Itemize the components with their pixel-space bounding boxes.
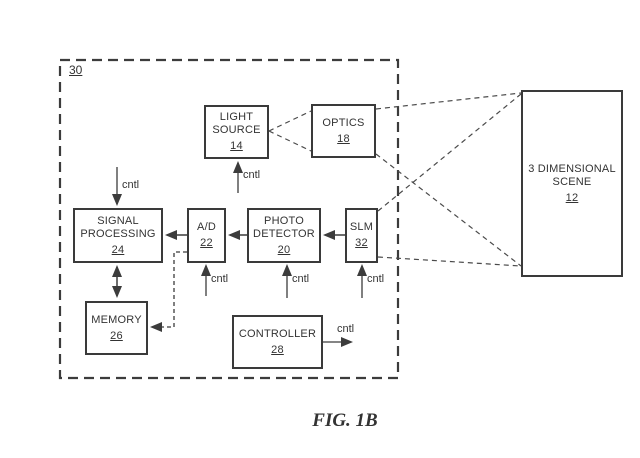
block-ad-converter: A/D 22: [187, 208, 226, 263]
optics-label: OPTICS: [322, 116, 365, 129]
block-memory: MEMORY 26: [85, 301, 148, 355]
photo-detector-label: PHOTO DETECTOR: [253, 214, 315, 240]
ad-converter-label: A/D: [197, 221, 216, 233]
scene-ref: 12: [565, 191, 579, 204]
signal-processing-label: SIGNAL PROCESSING: [80, 214, 156, 240]
cntl-label-slm: cntl: [367, 273, 385, 285]
block-slm: SLM 32: [345, 208, 378, 263]
system-boundary-box: [58, 58, 400, 380]
light-source-label: LIGHT SOURCE: [212, 111, 261, 136]
scene-label: 3 DIMENSIONAL SCENE: [528, 162, 616, 188]
cntl-label-light-source: cntl: [243, 169, 261, 181]
light-path-source-to-optics-top: [268, 110, 312, 132]
memory-label: MEMORY: [91, 313, 142, 326]
light-path-scene-to-slm-top: [377, 93, 522, 212]
dashed-arrow-ad-to-memory: [150, 251, 187, 332]
cntl-label-photo-detector: cntl: [292, 273, 310, 285]
controller-label: CONTROLLER: [238, 327, 317, 340]
cntl-label-signal-processing: cntl: [122, 179, 140, 191]
cntl-label-ad: cntl: [211, 273, 229, 285]
photo-detector-ref: 20: [277, 243, 291, 256]
optics-ref: 18: [337, 132, 350, 145]
block-signal-processing: SIGNAL PROCESSING 24: [73, 208, 163, 263]
block-3d-scene: 3 DIMENSIONAL SCENE 12: [521, 90, 623, 277]
slm-label: SLM: [349, 221, 374, 233]
block-light-source: LIGHT SOURCE 14: [204, 105, 269, 159]
light-path-scene-to-slm-bottom: [377, 256, 522, 267]
light-path-source-to-optics-bottom: [268, 130, 312, 152]
ad-converter-ref: 22: [200, 237, 213, 249]
block-optics: OPTICS 18: [311, 104, 376, 158]
controller-ref: 28: [271, 343, 284, 356]
system-ref: 30: [69, 63, 83, 77]
figure-caption: FIG. 1B: [312, 410, 378, 431]
light-path-optics-to-scene-bottom: [375, 153, 522, 267]
signal-processing-ref: 24: [111, 243, 125, 256]
block-photo-detector: PHOTO DETECTOR 20: [247, 208, 321, 263]
memory-ref: 26: [110, 329, 123, 342]
light-path-optics-to-scene-top: [375, 92, 522, 110]
cntl-label-controller: cntl: [337, 323, 355, 335]
light-source-ref: 14: [230, 140, 243, 152]
block-controller: CONTROLLER 28: [232, 315, 323, 369]
slm-ref: 32: [355, 237, 368, 249]
